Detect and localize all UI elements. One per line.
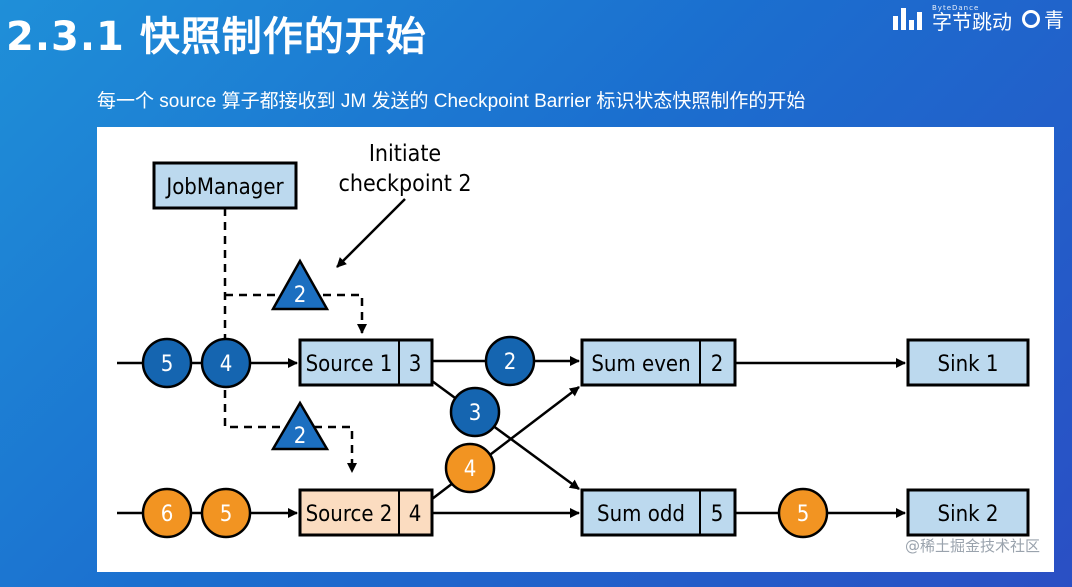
- sum-even-state: 2: [711, 352, 724, 377]
- barrier-2-label: 2: [294, 424, 307, 449]
- source1-state: 3: [409, 352, 422, 377]
- sum-even-node: Sum even 2: [580, 338, 737, 387]
- source2-node: Source 2 4: [298, 488, 434, 537]
- record-in1-a-label: 5: [161, 352, 174, 377]
- annotation-arrow: [336, 198, 406, 268]
- brand-area: ByteDance 字节跳动 青: [893, 4, 1064, 33]
- record-in2-b: 5: [200, 487, 252, 539]
- record-s2-even-label: 4: [464, 457, 477, 482]
- brand-text: ByteDance 字节跳动: [932, 4, 1012, 34]
- sink1-label: Sink 1: [938, 352, 999, 377]
- dashed-link-source1: [225, 293, 367, 334]
- sink2-label: Sink 2: [938, 502, 999, 527]
- slide-subtitle: 每一个 source 算子都接收到 JM 发送的 Checkpoint Barr…: [97, 91, 806, 112]
- dataflow-diagram: JobManager Initiate checkpoint 2 2 2 Sou…: [117, 141, 1030, 539]
- record-in1-b: 4: [200, 337, 252, 389]
- sum-odd-node: Sum odd 5: [580, 488, 737, 537]
- sink2-node: Sink 2: [906, 488, 1030, 537]
- jobmanager-node: JobManager: [152, 161, 298, 210]
- record-odd-sink: 5: [777, 487, 829, 539]
- record-odd-sink-label: 5: [797, 502, 810, 527]
- source1-label: Source 1: [306, 352, 393, 377]
- record-in1-a: 5: [141, 337, 193, 389]
- watermark: @稀土掘金技术社区: [904, 537, 1040, 555]
- diagram-panel: JobManager Initiate checkpoint 2 2 2 Sou…: [97, 127, 1054, 572]
- brand-second-icon: [1022, 9, 1040, 28]
- record-s1-odd: 3: [449, 386, 501, 438]
- sum-even-label: Sum even: [591, 352, 690, 377]
- record-s2-even: 4: [444, 442, 496, 494]
- sink1-node: Sink 1: [906, 338, 1030, 387]
- jobmanager-label: JobManager: [164, 175, 284, 200]
- annotation-line-2: checkpoint 2: [338, 171, 471, 197]
- record-in2-a-label: 6: [161, 502, 174, 527]
- source1-node: Source 1 3: [298, 338, 434, 387]
- record-in1-b-label: 4: [220, 352, 233, 377]
- barrier-1: 2: [270, 258, 330, 311]
- brand-second: 青: [1022, 4, 1064, 33]
- record-s1-even: 2: [484, 335, 536, 387]
- bytedance-logo-icon: [893, 7, 922, 30]
- sum-odd-label: Sum odd: [597, 502, 685, 527]
- record-in2-a: 6: [141, 487, 193, 539]
- brand-sub: ByteDance: [932, 4, 980, 12]
- record-s1-odd-label: 3: [469, 401, 482, 426]
- sum-odd-state: 5: [711, 502, 724, 527]
- brand-name: 字节跳动: [932, 10, 1012, 34]
- slide-title: 2.3.1 快照制作的开始: [6, 14, 427, 60]
- annotation-line-1: Initiate: [369, 141, 441, 167]
- source2-state: 4: [409, 502, 422, 527]
- record-s1-even-label: 2: [504, 350, 517, 375]
- record-in2-b-label: 5: [220, 502, 233, 527]
- barrier-2: 2: [270, 400, 330, 451]
- source2-label: Source 2: [306, 502, 393, 527]
- brand-second-label: 青: [1044, 8, 1064, 32]
- barrier-1-label: 2: [294, 283, 307, 308]
